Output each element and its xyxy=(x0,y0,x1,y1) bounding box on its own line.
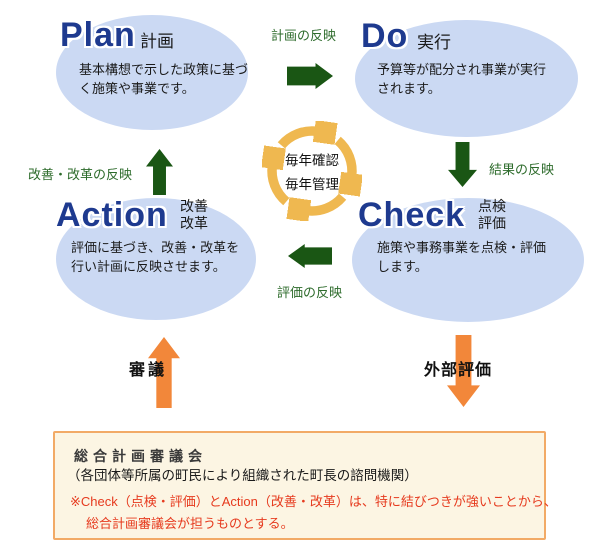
flow-label-action-to-plan: 改善・改革の反映 xyxy=(28,167,133,182)
note-box-subtitle: （各団体等所属の町民により組織された町長の諮問機関） xyxy=(67,468,418,483)
plan-ellipse xyxy=(56,15,248,130)
cycle-text-line1: 毎年確認 xyxy=(285,153,339,168)
note-box-remark-line2: 総合計画審議会が担うものとする。 xyxy=(86,516,294,531)
check-subtitle-line1: 点検 xyxy=(478,198,506,214)
do-ellipse xyxy=(355,20,578,137)
arrow-plan-to-do-icon xyxy=(287,63,333,89)
action-subtitle-line2: 改革 xyxy=(180,215,208,231)
action-description: 評価に基づき、改善・改革を行い計画に反映させます。 xyxy=(71,240,240,274)
arrow-check-to-action-icon xyxy=(288,244,332,268)
do-title: Do xyxy=(361,17,409,55)
action-subtitle-line1: 改善 xyxy=(180,198,208,214)
check-description: 施策や事務事業を点検・評価します。 xyxy=(377,240,547,274)
note-box-title: 総合計画審議会 xyxy=(74,448,207,464)
check-subtitle: 点検 評価 xyxy=(478,198,506,232)
council-note-box: 総合計画審議会 （各団体等所属の町民により組織された町長の諮問機関） ※Chec… xyxy=(53,431,557,540)
do-subtitle: 実行 xyxy=(417,33,451,52)
flow-label-check-to-action: 評価の反映 xyxy=(277,285,343,300)
arrow-do-to-check-icon xyxy=(448,142,477,187)
cycle-text-line2: 毎年管理 xyxy=(285,177,339,192)
plan-title: Plan xyxy=(60,16,136,54)
action-subtitle: 改善 改革 xyxy=(180,198,208,232)
check-subtitle-line2: 評価 xyxy=(478,215,506,231)
plan-description: 基本構想で示した政策に基づく施策や事業です。 xyxy=(79,62,249,96)
arrow-action-to-plan-icon xyxy=(146,149,173,195)
action-ellipse xyxy=(56,198,256,320)
do-description: 予算等が配分され事業が実行されます。 xyxy=(377,62,547,96)
note-box-remark-line1: ※Check（点検・評価）とAction（改善・改革）は、特に結びつきが強いこと… xyxy=(70,494,557,509)
flow-label-plan-to-do: 計画の反映 xyxy=(271,28,337,43)
council-deliberation-label: 審議 xyxy=(129,362,168,379)
external-review-label: 外部評価 xyxy=(424,362,493,379)
action-title: Action xyxy=(56,196,168,234)
check-title: Check xyxy=(358,196,466,234)
flow-label-do-to-check: 結果の反映 xyxy=(489,162,555,177)
plan-subtitle: 計画 xyxy=(140,32,174,51)
annual-cycle-arrows-icon xyxy=(262,121,362,221)
check-ellipse xyxy=(352,198,584,322)
